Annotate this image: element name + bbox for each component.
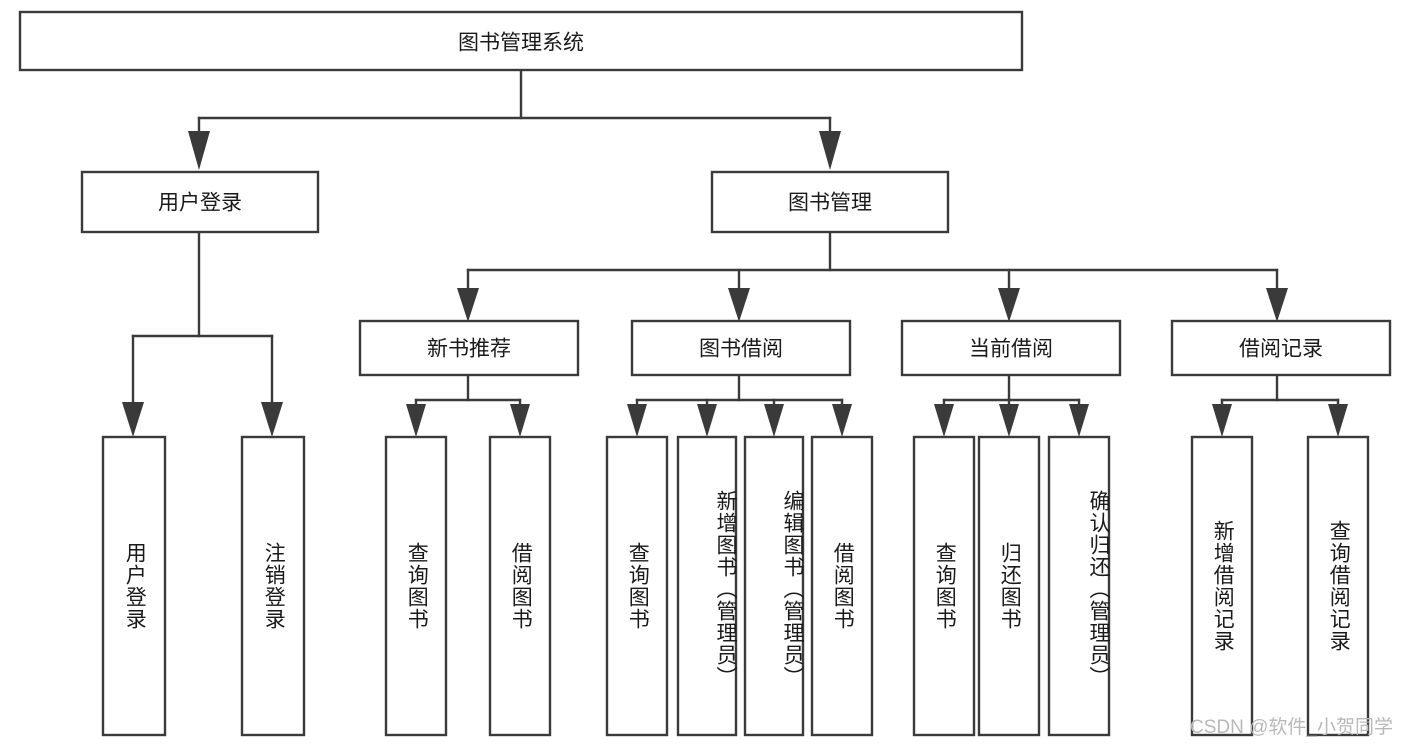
arrow-icon-to-leaf-user-login bbox=[122, 402, 144, 437]
node-leaf-confirm-return-box[interactable] bbox=[1047, 435, 1111, 737]
node-borrow-record-box[interactable] bbox=[1170, 319, 1392, 377]
arrow-icon-to-leaf-cur-query-book bbox=[934, 404, 954, 437]
node-borrow-record-label: 借阅记录 bbox=[1239, 338, 1323, 361]
node-book-manage-label: 图书管理 bbox=[788, 192, 872, 215]
arrowhead-layer bbox=[122, 131, 1348, 437]
node-user-login-box[interactable] bbox=[80, 170, 320, 234]
csdn-watermark: CSDN @软件_小贺同学 bbox=[1190, 717, 1393, 738]
arrow-icon-to-leaf-borrow-book bbox=[832, 404, 852, 437]
node-leaf-add-book-box[interactable] bbox=[676, 435, 738, 737]
arrow-icon-to-user-login bbox=[188, 131, 210, 170]
arrow-icon-to-leaf-borrow-query-book bbox=[627, 404, 647, 437]
node-leaf-edit-book-box[interactable] bbox=[743, 435, 805, 737]
node-leaf-cur-query-book-box[interactable] bbox=[912, 435, 976, 737]
arrow-icon-to-current-borrow bbox=[998, 288, 1020, 322]
node-book-manage-box[interactable] bbox=[710, 170, 950, 234]
node-leaf-add-record-box[interactable] bbox=[1190, 435, 1254, 737]
arrow-icon-to-book-manage bbox=[819, 131, 841, 170]
node-current-borrow-box[interactable] bbox=[900, 319, 1122, 377]
node-leaf-borrow-book-box[interactable] bbox=[810, 435, 874, 737]
node-leaf-logout-box[interactable] bbox=[240, 435, 306, 737]
node-leaf-return-book-box[interactable] bbox=[977, 435, 1041, 737]
node-root-label: 图书管理系统 bbox=[458, 32, 584, 55]
node-book-borrow-box[interactable] bbox=[630, 319, 852, 377]
arrow-icon-to-new-book-rec bbox=[457, 288, 479, 322]
node-leaf-rec-borrow-book-box[interactable] bbox=[488, 435, 552, 737]
node-user-login-label: 用户登录 bbox=[158, 192, 242, 215]
node-new-book-rec-box[interactable] bbox=[358, 319, 580, 377]
connector-layer bbox=[131, 69, 1340, 406]
arrow-icon-to-leaf-add-book bbox=[697, 404, 717, 437]
node-leaf-user-login-box[interactable] bbox=[101, 435, 167, 737]
node-leaf-query-record-box[interactable] bbox=[1306, 435, 1370, 737]
arrow-icon-to-leaf-add-record bbox=[1212, 404, 1232, 437]
node-leaf-rec-query-book-box[interactable] bbox=[384, 435, 448, 737]
arrow-icon-to-leaf-rec-borrow-book bbox=[510, 404, 530, 437]
arrow-icon-to-leaf-logout bbox=[261, 402, 283, 437]
horizontal-label-layer: 图书管理系统 用户登录 图书管理 新书推荐 图书借阅 当前借阅 借阅记录 bbox=[158, 32, 1323, 361]
node-box-layer bbox=[18, 10, 1392, 737]
arrow-icon-to-book-borrow bbox=[728, 288, 750, 322]
arrow-icon-to-leaf-confirm-return bbox=[1069, 404, 1089, 437]
node-current-borrow-label: 当前借阅 bbox=[969, 338, 1053, 361]
node-book-borrow-label: 图书借阅 bbox=[699, 338, 783, 361]
arrow-icon-to-leaf-rec-query-book bbox=[406, 404, 426, 437]
arrow-icon-to-borrow-record bbox=[1266, 288, 1288, 322]
node-leaf-borrow-query-book-box[interactable] bbox=[605, 435, 669, 737]
arrow-icon-to-leaf-edit-book bbox=[764, 404, 784, 437]
node-root-box[interactable] bbox=[18, 10, 1024, 72]
node-new-book-rec-label: 新书推荐 bbox=[427, 338, 511, 361]
arrow-icon-to-leaf-query-record bbox=[1328, 404, 1348, 437]
arrow-icon-to-leaf-return-book bbox=[999, 404, 1019, 437]
